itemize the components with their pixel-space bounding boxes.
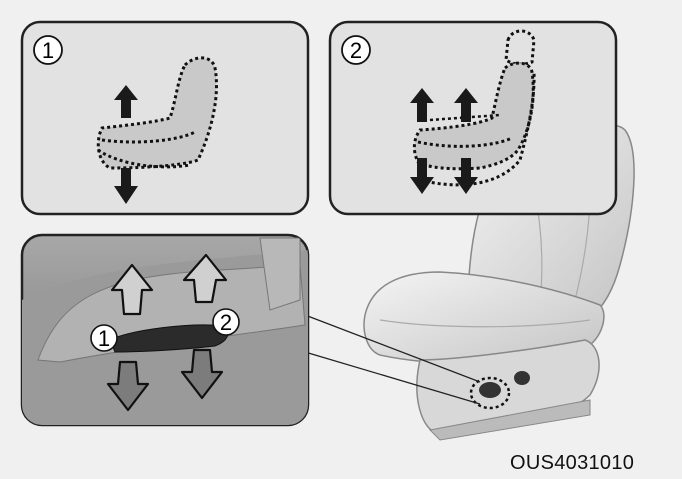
outline-up-arrow-icon: [182, 253, 228, 304]
panel-switch-closeup: 1 2: [20, 233, 310, 427]
seat-switch-knob: [479, 382, 501, 398]
down-arrow-icon: [410, 158, 434, 194]
outline-up-arrow-icon: [110, 263, 154, 316]
headrest-outline: [504, 29, 536, 66]
panel-1-number-circle: [33, 35, 63, 65]
panel-1-number: 1: [42, 38, 54, 63]
seat-cushion: [363, 271, 605, 364]
down-arrow-icon: [114, 168, 138, 204]
figure-code: OUS4031010: [510, 452, 635, 474]
panel-2-number-circle: [341, 35, 371, 65]
panel-2-number: 2: [350, 38, 362, 63]
up-arrow-icon: [454, 88, 478, 122]
seat-switch-lever: [109, 324, 229, 353]
panel-tilt-adjust: 2: [328, 20, 618, 216]
callout-line-bottom: [304, 351, 481, 405]
outline-down-arrow-icon: [106, 360, 150, 412]
lever-label-2: 2: [220, 310, 232, 335]
callout-line-top: [304, 314, 481, 383]
down-arrow-icon: [454, 158, 478, 194]
up-arrow-icon: [114, 85, 138, 118]
switch-highlight-circle: [469, 376, 511, 410]
panel-height-adjust: 1: [20, 20, 310, 216]
up-arrow-icon: [410, 88, 434, 122]
seat-switch-knob-2: [514, 371, 530, 385]
lever-label-1: 1: [98, 326, 110, 351]
outline-down-arrow-icon: [180, 348, 224, 400]
